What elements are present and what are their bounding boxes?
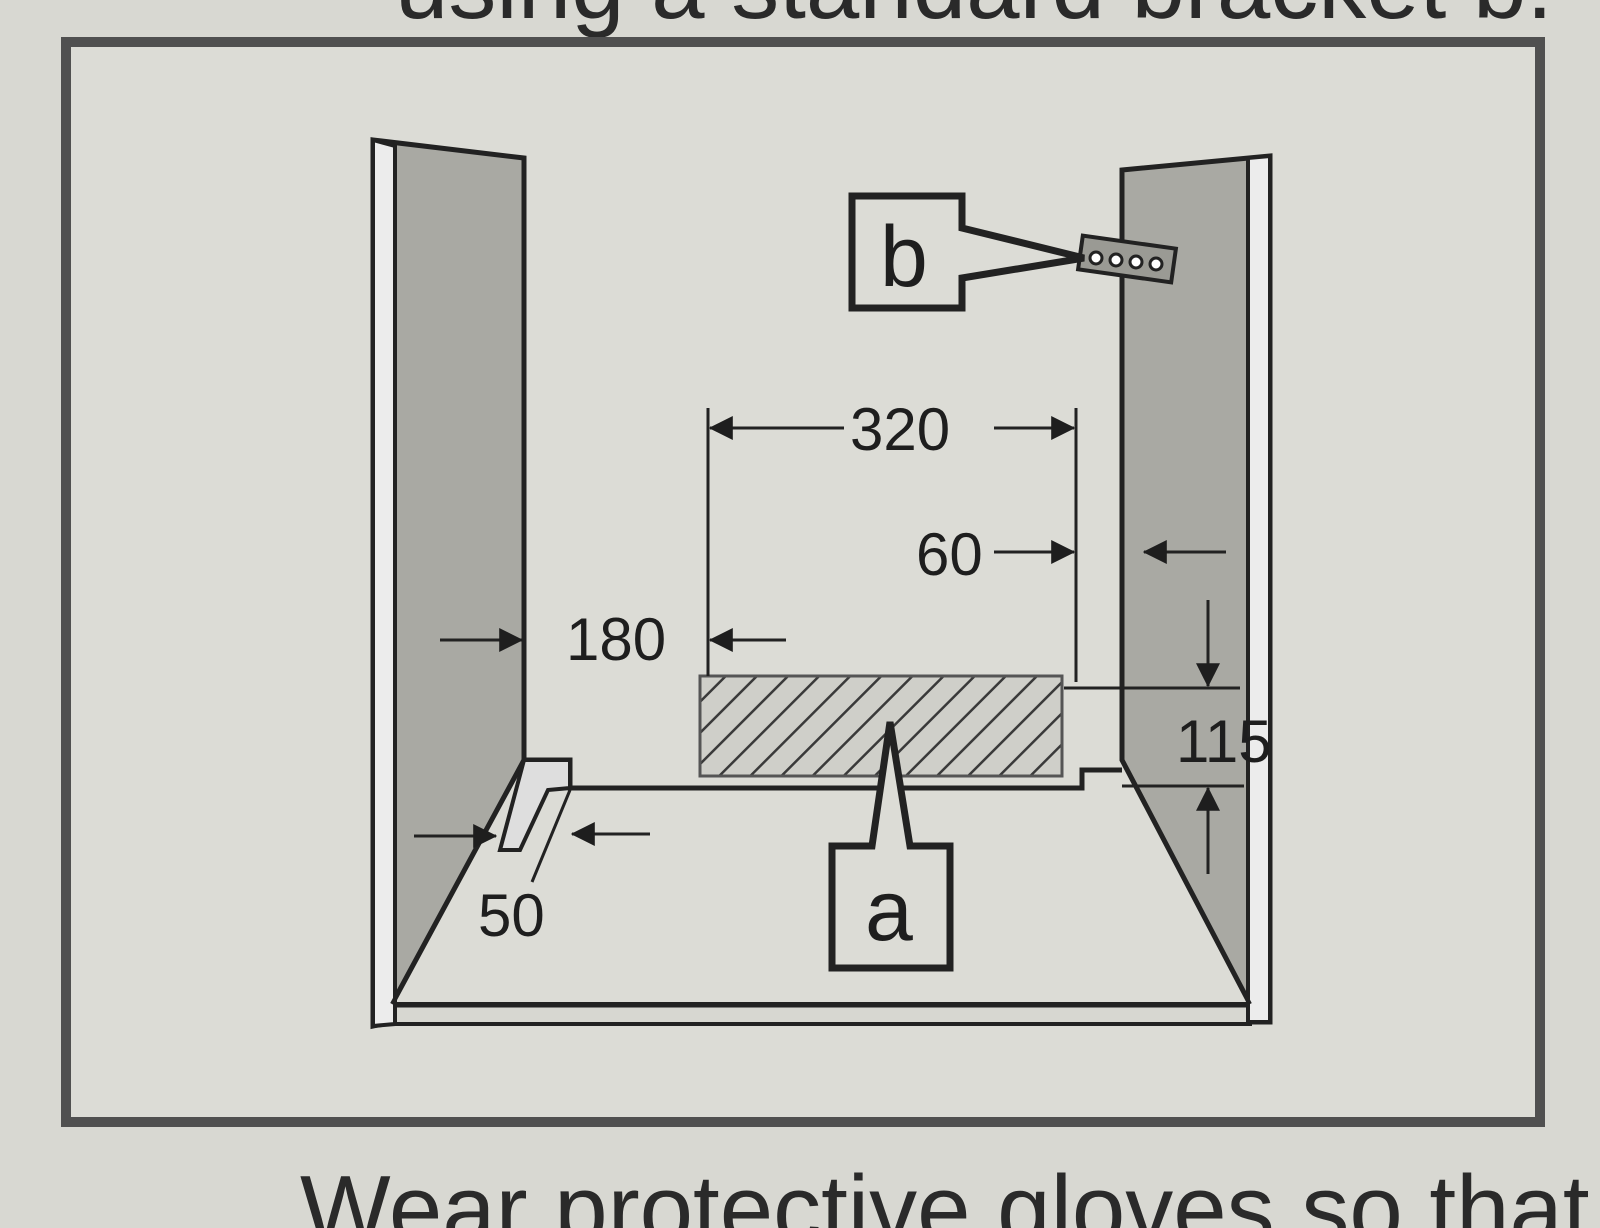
left-panel-front-edge (371, 137, 397, 1029)
hatched-zone-a (698, 674, 1064, 778)
bracket-hole (1108, 252, 1124, 268)
callout-b-label: b (880, 209, 928, 305)
floor-left-diagonal (390, 759, 526, 1005)
bracket-hole (1088, 250, 1104, 266)
callout-b-box (848, 192, 1085, 312)
dimension-180-label: 180 (566, 606, 666, 673)
dimension-115-label: 115 (1176, 708, 1272, 775)
right-panel-front-edge (1246, 153, 1272, 1024)
dimension-60-label: 60 (916, 521, 983, 588)
callout-a-box (828, 721, 954, 972)
floor-right-diagonal (1120, 759, 1252, 1005)
bracket-holes (1088, 250, 1164, 272)
dimension-extension-50 (530, 789, 572, 883)
bracket-hole (1148, 256, 1164, 272)
dimension-320-label: 320 (850, 396, 950, 463)
top-text-fragment: using a standard bracket b. (395, 0, 1553, 39)
bracket-hole (1128, 254, 1144, 270)
dimension-50-label: 50 (478, 882, 545, 949)
mounting-bracket (1075, 233, 1179, 285)
bottom-text-fragment: Wear protective gloves so that you (300, 1156, 1600, 1228)
figure-frame (61, 37, 1545, 1127)
callout-a-label: a (865, 863, 913, 959)
left-plinth-strip (497, 758, 572, 852)
